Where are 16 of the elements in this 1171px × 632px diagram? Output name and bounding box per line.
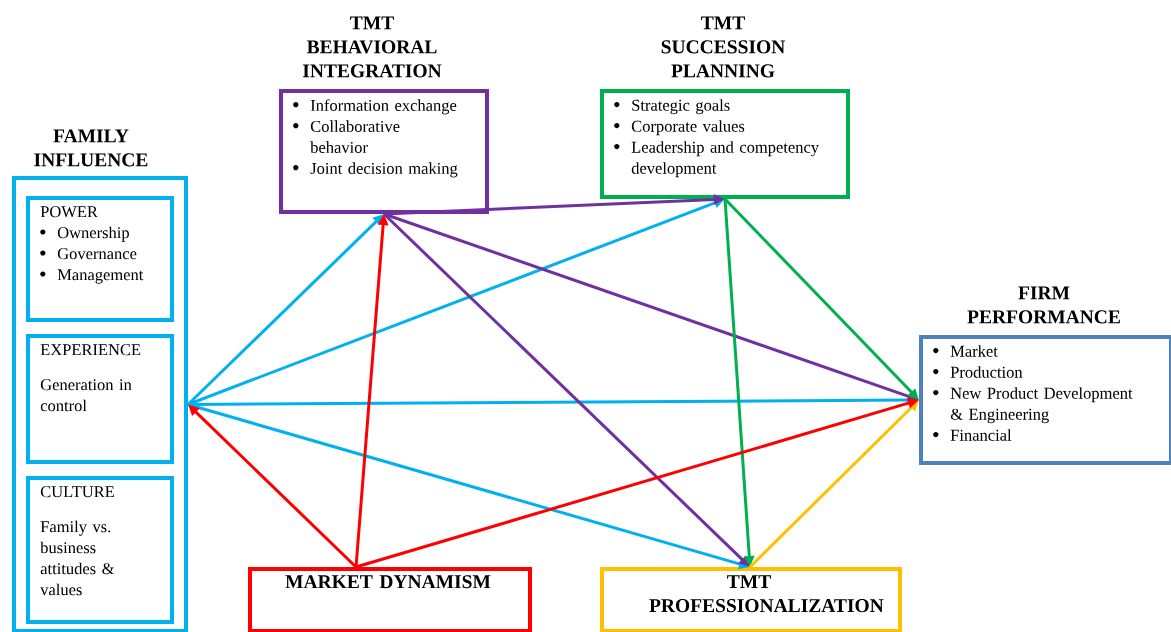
- node-label: Market: [950, 345, 998, 357]
- box-heading: TMT BEHAVIORAL INTEGRATION: [302, 16, 442, 78]
- node-label: Production: [950, 366, 1023, 378]
- bullet-box: Strategic goals Corporate values Leadership and competency development: [600, 89, 850, 199]
- box-heading: FIRM PERFORMANCE: [967, 286, 1120, 324]
- text-box: CULTURE Family vs. business attitudes & values: [26, 476, 174, 624]
- text-box: TMT PROFESSIONALIZATION: [600, 567, 902, 632]
- box-heading: TMT SUCCESSION PLANNING: [661, 16, 786, 78]
- box-heading: FAMILY INFLUENCE: [34, 129, 148, 167]
- node-label: Financial: [950, 429, 1012, 441]
- node-label: New Product Development & Engineering: [950, 387, 1133, 424]
- bullet-box: Market Production New Product Development & Engineering Financial: [919, 335, 1171, 465]
- text-box: EXPERIENCE Generation in control: [26, 334, 174, 464]
- text-box: MARKET DYNAMISM: [248, 567, 532, 632]
- bullet-box: Information exchange Collaborative behavior Joint decision making: [279, 89, 489, 214]
- text-box: POWER Ownership Governance Management: [26, 196, 174, 322]
